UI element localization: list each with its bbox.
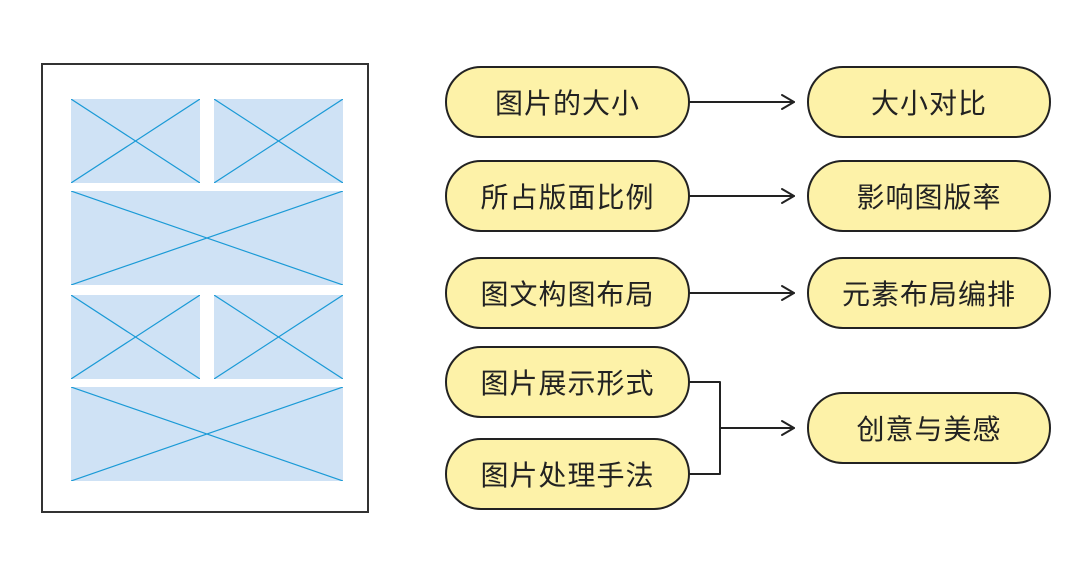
placeholder-cross-icon [71,387,343,481]
arrow-right-icon [781,285,795,301]
placeholder-cross-icon [214,295,343,379]
placeholder-cross-icon [71,295,200,379]
image-placeholder [71,191,343,285]
factor-pill-image-size: 图片的大小 [445,66,690,138]
page-layout-mockup [41,63,369,513]
placeholder-cross-icon [71,191,343,285]
outcome-pill-creativity-aesthetics: 创意与美感 [807,392,1051,464]
arrow-right-icon [781,94,795,110]
outcome-pill-image-rate: 影响图版率 [807,160,1051,232]
factor-pill-processing-technique: 图片处理手法 [445,438,690,510]
placeholder-cross-icon [71,99,200,183]
factor-pill-composition-layout: 图文构图布局 [445,257,690,329]
arrow-right-icon [781,188,795,204]
image-placeholder [71,99,200,183]
factor-pill-display-form: 图片展示形式 [445,346,690,418]
image-placeholder [214,295,343,379]
factor-pill-page-ratio: 所占版面比例 [445,160,690,232]
outcome-pill-element-arrangement: 元素布局编排 [807,257,1051,329]
image-placeholder [214,99,343,183]
image-placeholder [71,295,200,379]
placeholder-cross-icon [214,99,343,183]
image-placeholder [71,387,343,481]
outcome-pill-size-contrast: 大小对比 [807,66,1051,138]
arrow-right-icon [781,420,795,436]
